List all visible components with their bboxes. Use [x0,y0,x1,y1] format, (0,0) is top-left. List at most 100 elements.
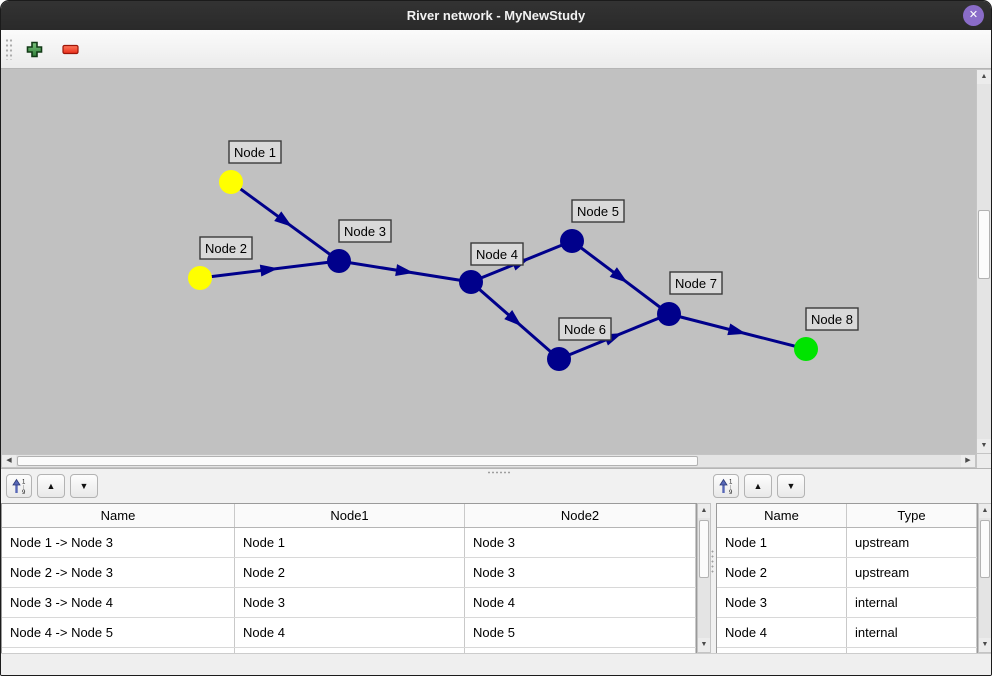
network-node[interactable] [219,170,243,194]
move-reach-down-button[interactable]: ▼ [70,474,98,498]
column-header[interactable]: Node1 [235,504,465,527]
network-node[interactable] [560,229,584,253]
scroll-up-button[interactable]: ▲ [698,504,710,518]
canvas-horizontal-scrollbar[interactable]: ◀ ▶ [1,454,976,468]
close-icon: ✕ [968,9,979,21]
scrollbar-corner [976,454,991,468]
vertical-splitter-handle[interactable] [711,549,714,575]
move-reach-up-button[interactable]: ▲ [37,474,65,498]
svg-text:Node 6: Node 6 [564,322,606,337]
table-cell[interactable]: Node 2 [717,558,847,587]
table-cell[interactable]: Node 3 -> Node 4 [2,588,235,617]
svg-text:9: 9 [729,490,733,495]
down-arrow-icon: ▼ [79,481,89,491]
column-header[interactable]: Node2 [465,504,696,527]
table-cell[interactable]: upstream [847,528,977,557]
svg-text:Node 2: Node 2 [205,241,247,256]
reaches-table-scrollbar[interactable]: ▲ ▼ [697,503,711,653]
node-label: Node 8 [805,307,859,331]
table-cell[interactable]: Node 3 [465,528,696,557]
column-header[interactable]: Name [717,504,847,527]
window-title: River network - MyNewStudy [406,8,586,23]
toolbar-grip-handle[interactable] [5,38,13,60]
table-cell[interactable]: Node 2 -> Node 3 [2,558,235,587]
network-node[interactable] [657,302,681,326]
node-label: Node 4 [470,242,524,266]
network-node[interactable] [459,270,483,294]
remove-node-button[interactable] [55,35,85,63]
svg-text:1: 1 [22,479,26,485]
table-cell[interactable]: Node 1 -> Node 3 [2,528,235,557]
scroll-left-button[interactable]: ◀ [2,455,16,467]
table-cell[interactable]: Node 4 [717,618,847,647]
reaches-table-scrollbar-thumb[interactable] [699,520,709,578]
network-node[interactable] [327,249,351,273]
scroll-up-button[interactable]: ▲ [977,70,991,84]
add-node-button[interactable] [19,35,49,63]
move-node-down-button[interactable]: ▼ [777,474,805,498]
canvas-vertical-scrollbar[interactable]: ▲ ▼ [976,69,991,454]
scroll-right-button[interactable]: ▶ [961,455,975,467]
scroll-up-button[interactable]: ▲ [979,504,991,518]
table-cell[interactable]: Node 4 -> Node 5 [2,618,235,647]
table-cell[interactable]: internal [847,618,977,647]
table-cell[interactable]: Node 1 [235,528,465,557]
scroll-right-icon: ▶ [965,457,971,464]
scroll-left-icon: ◀ [6,457,12,464]
status-bar [1,653,991,675]
table-cell[interactable]: Node 3 [717,588,847,617]
move-node-up-button[interactable]: ▲ [744,474,772,498]
canvas-vertical-scrollbar-thumb[interactable] [978,210,990,279]
table-cell[interactable]: Node 3 [235,588,465,617]
up-arrow-icon: ▲ [753,481,763,491]
network-node[interactable] [794,337,818,361]
horizontal-splitter-handle[interactable] [487,471,511,474]
sort-reaches-button[interactable]: 1 9 [6,474,32,498]
close-button[interactable]: ✕ [963,5,984,26]
table-cell[interactable]: Node 3 [465,558,696,587]
scroll-up-icon: ▲ [700,507,708,514]
table-cell[interactable]: Node 4 [465,588,696,617]
down-arrow-icon: ▼ [786,481,796,491]
column-header[interactable]: Type [847,504,977,527]
table-cell[interactable]: upstream [847,558,977,587]
flow-direction-arrow-icon [259,264,279,277]
table-row-empty [2,648,696,653]
table-cell[interactable]: Node 5 [465,618,696,647]
titlebar[interactable]: River network - MyNewStudy ✕ [1,1,991,30]
flow-direction-arrow-icon [504,310,522,327]
node-label: Node 3 [338,219,392,243]
nodes-table-scrollbar[interactable]: ▲ ▼ [978,503,991,653]
sort-nodes-button[interactable]: 1 9 [713,474,739,498]
scroll-down-button[interactable]: ▼ [698,638,710,652]
table-row-empty [717,648,977,653]
canvas-horizontal-scrollbar-thumb[interactable] [17,456,698,466]
nodes-table-scrollbar-thumb[interactable] [980,520,990,578]
node-label: Node 6 [558,317,612,341]
scroll-down-button[interactable]: ▼ [979,638,991,652]
minus-icon [61,44,79,54]
table-cell[interactable]: Node 4 [235,618,465,647]
scroll-down-icon: ▼ [980,442,988,449]
column-header[interactable]: Name [2,504,235,527]
table-cell[interactable]: internal [847,588,977,617]
table-cell[interactable]: Node 1 [717,528,847,557]
scroll-down-button[interactable]: ▼ [977,439,991,453]
network-node[interactable] [188,266,212,290]
table-cell[interactable]: Node 2 [235,558,465,587]
svg-text:1: 1 [729,479,733,485]
network-node[interactable] [547,347,571,371]
scroll-down-icon: ▼ [700,641,708,648]
